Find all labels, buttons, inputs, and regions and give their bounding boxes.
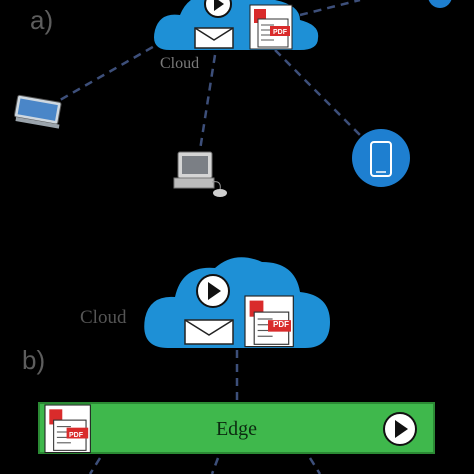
pdf-badge-top: PDF (273, 29, 288, 36)
cloud-bottom-label: Cloud (80, 307, 127, 328)
link-edge-left (88, 457, 102, 474)
link-edge-right (308, 457, 322, 474)
edge-node: Edge (38, 402, 435, 454)
mail-icon (194, 27, 234, 49)
computer-icon (173, 151, 227, 197)
play-icon (204, 0, 232, 18)
tablet-icon (13, 94, 62, 129)
links-panel-a (59, 0, 366, 151)
link-cloud-computer (198, 54, 217, 151)
pdf-badge-bottom: PDF (273, 320, 289, 329)
cloud-top (154, 0, 319, 50)
link-cloud-phone (274, 49, 366, 141)
mail-icon (184, 319, 234, 345)
cloud-top-label: Cloud (160, 55, 200, 72)
phone-icon (352, 129, 410, 187)
edge-label: Edge (215, 418, 258, 440)
link-cloud-tablet (59, 38, 166, 102)
panel-b-label: b) (22, 345, 46, 375)
panel-a-label: a) (30, 5, 54, 35)
pdf-document-icon (249, 4, 293, 50)
cloud-bottom (144, 257, 330, 348)
link-edge-center (210, 457, 220, 474)
links-panel-b (88, 350, 322, 474)
link-cloud-offscreen (299, 0, 361, 17)
partial-device-icon (428, 0, 452, 8)
